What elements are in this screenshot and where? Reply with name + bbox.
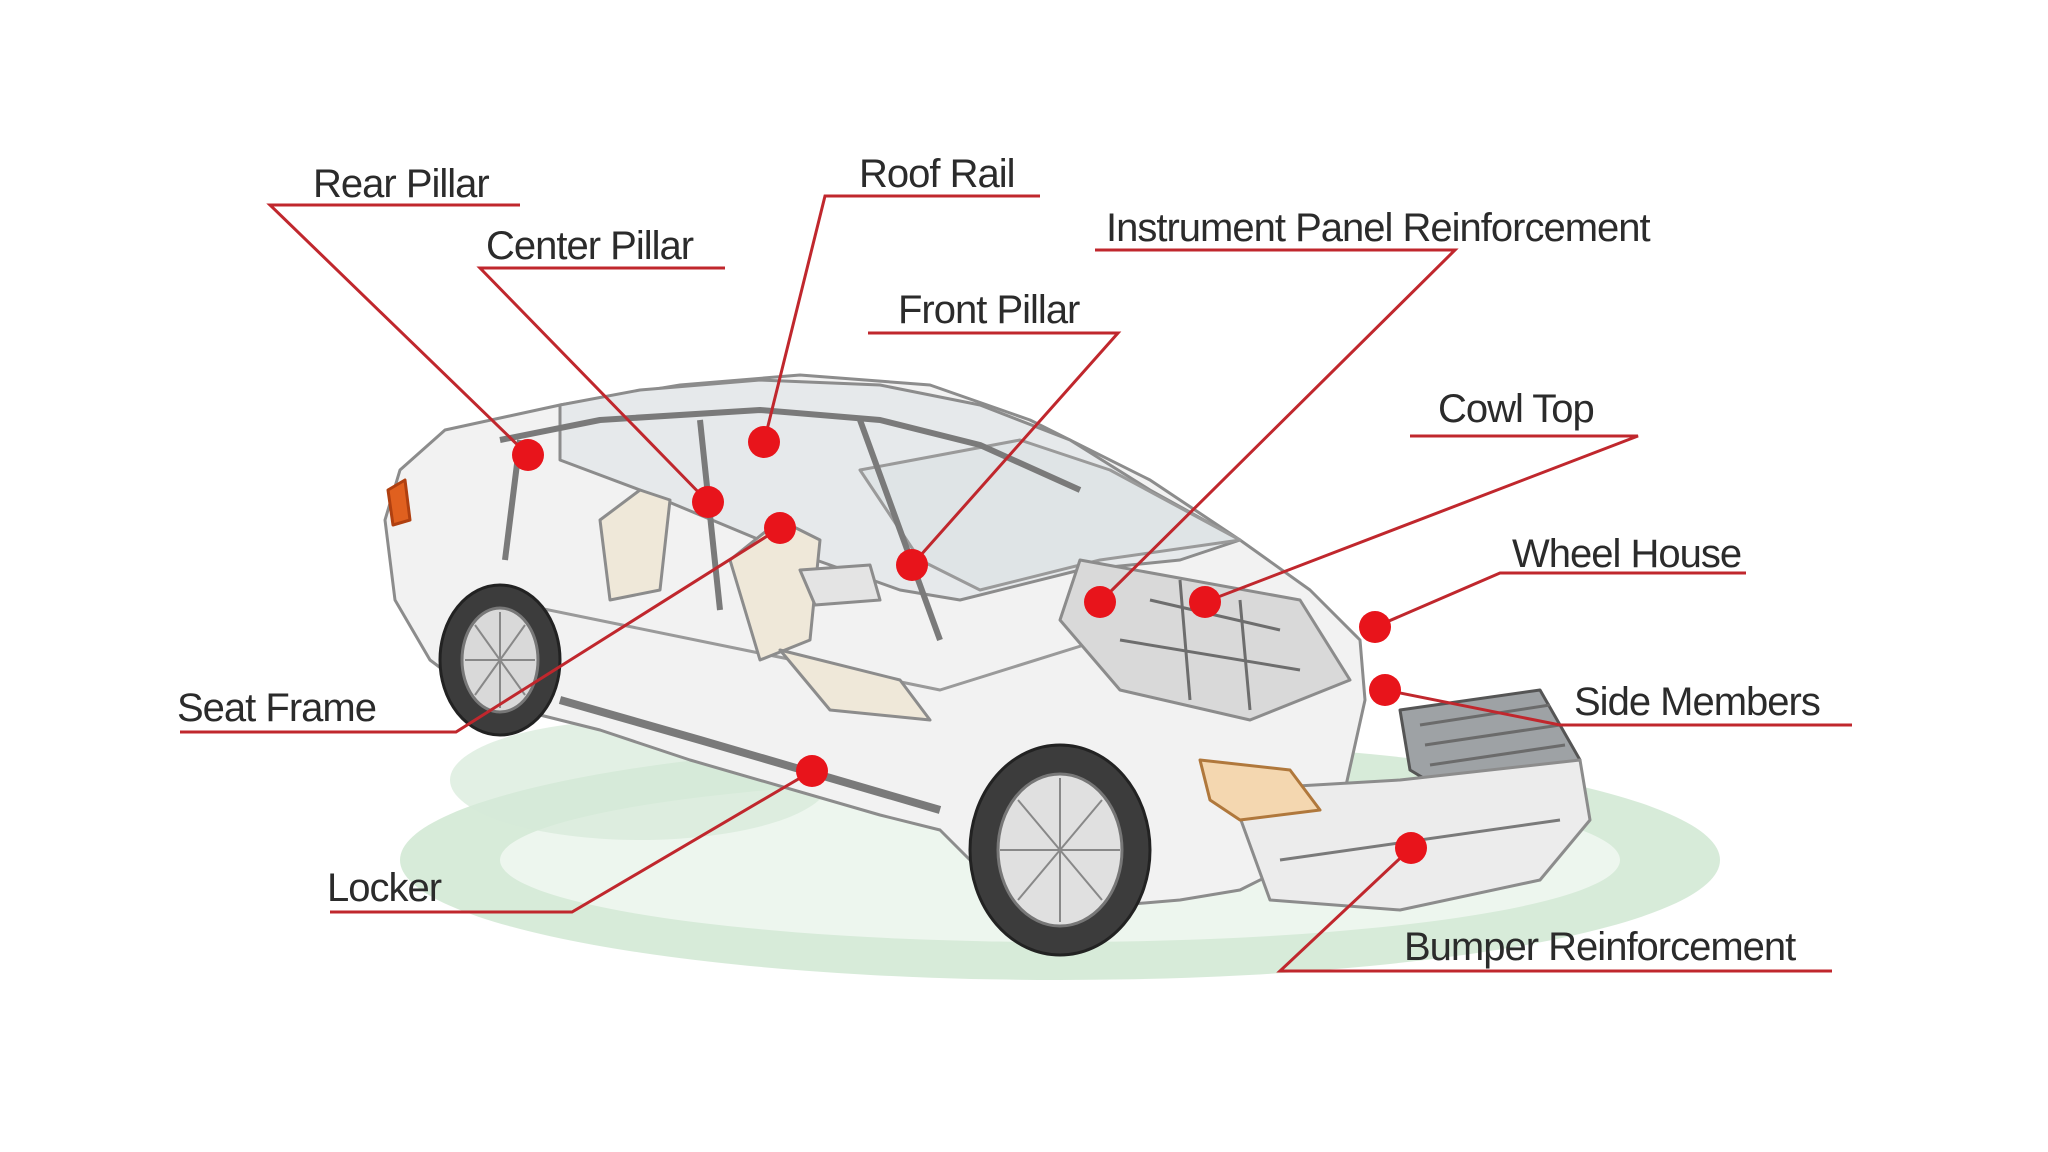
leader-center-pillar xyxy=(476,266,725,504)
label-locker: Locker xyxy=(327,866,442,910)
label-seat-frame: Seat Frame xyxy=(177,686,377,730)
leader-rear-pillar xyxy=(266,203,530,457)
label-side-members: Side Members xyxy=(1574,680,1821,724)
marker-cowl-top xyxy=(1189,586,1221,618)
label-instrument-panel: Instrument Panel Reinforcement xyxy=(1106,206,1651,250)
leader-lines xyxy=(180,194,1852,973)
marker-bumper-reinforcement xyxy=(1395,832,1427,864)
label-roof-rail: Roof Rail xyxy=(859,152,1016,196)
leader-side-members xyxy=(1384,688,1852,727)
marker-center-pillar xyxy=(692,486,724,518)
leader-seat-frame xyxy=(180,526,781,734)
marker-side-members xyxy=(1369,674,1401,706)
marker-instrument-panel xyxy=(1084,586,1116,618)
car-cutaway-icon xyxy=(383,373,1592,957)
label-center-pillar: Center Pillar xyxy=(486,224,694,268)
marker-locker xyxy=(796,755,828,787)
leader-bumper-reinforcement xyxy=(1276,846,1832,973)
label-front-pillar: Front Pillar xyxy=(898,288,1080,332)
leader-locker xyxy=(330,769,813,914)
label-bumper-reinforcement: Bumper Reinforcement xyxy=(1404,925,1796,969)
leader-roof-rail xyxy=(762,194,1040,443)
leader-instrument-panel xyxy=(1095,248,1459,604)
marker-rear-pillar xyxy=(512,439,544,471)
label-wheel-house: Wheel House xyxy=(1512,532,1742,576)
label-cowl-top: Cowl Top xyxy=(1438,387,1595,431)
markers xyxy=(512,426,1427,864)
rear-wheel xyxy=(438,583,562,737)
leader-cowl-top xyxy=(1204,434,1639,604)
marker-seat-frame xyxy=(764,512,796,544)
front-wheel xyxy=(968,743,1152,957)
leader-front-pillar xyxy=(868,331,1122,566)
marker-wheel-house xyxy=(1359,611,1391,643)
label-rear-pillar: Rear Pillar xyxy=(313,162,490,206)
marker-roof-rail xyxy=(748,426,780,458)
marker-front-pillar xyxy=(896,549,928,581)
leader-wheel-house xyxy=(1374,571,1746,629)
